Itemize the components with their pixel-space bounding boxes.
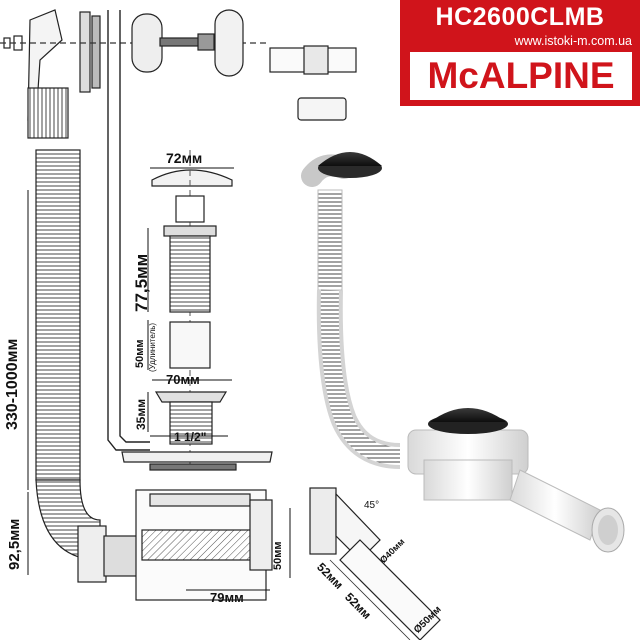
trap-section xyxy=(135,489,273,601)
waste-exploded xyxy=(121,150,273,471)
hose-length-label: 330-1000мм xyxy=(4,338,21,430)
overflow-assembly-exploded xyxy=(0,9,357,139)
logo-box: McALPINE xyxy=(410,52,632,100)
trap-width-label: 79мм xyxy=(210,590,244,605)
elbow-diagram xyxy=(309,487,441,640)
body-height-label: 77,5мм xyxy=(132,253,151,312)
corrugated-hose xyxy=(35,149,141,583)
trap-height-label: 92,5мм xyxy=(6,518,23,570)
flange-height-label: 35мм xyxy=(134,398,148,430)
overflow-pipe-line xyxy=(107,10,150,451)
brand-logo: McALPINE xyxy=(427,55,615,96)
flange-width-label: 70мм xyxy=(166,372,200,387)
thread-label: 1 1/2" xyxy=(174,430,207,444)
outlet-height-label: 50мм xyxy=(272,541,284,570)
cap-diameter-label: 72мм xyxy=(166,150,203,166)
model-number: HC2600CLMB xyxy=(435,3,605,31)
elbow-angle-label: 45° xyxy=(364,500,380,511)
dimension-lines xyxy=(27,167,291,591)
website-link[interactable]: www.istoki-m.com.ua xyxy=(514,34,632,48)
product-photo xyxy=(301,152,625,553)
brand-panel: HC2600CLMB www.istoki-m.com.ua McALPINE xyxy=(400,0,640,106)
overflow-height-label: 50мм xyxy=(134,339,146,368)
overflow-note-label: (Удлинитель) xyxy=(148,322,157,372)
